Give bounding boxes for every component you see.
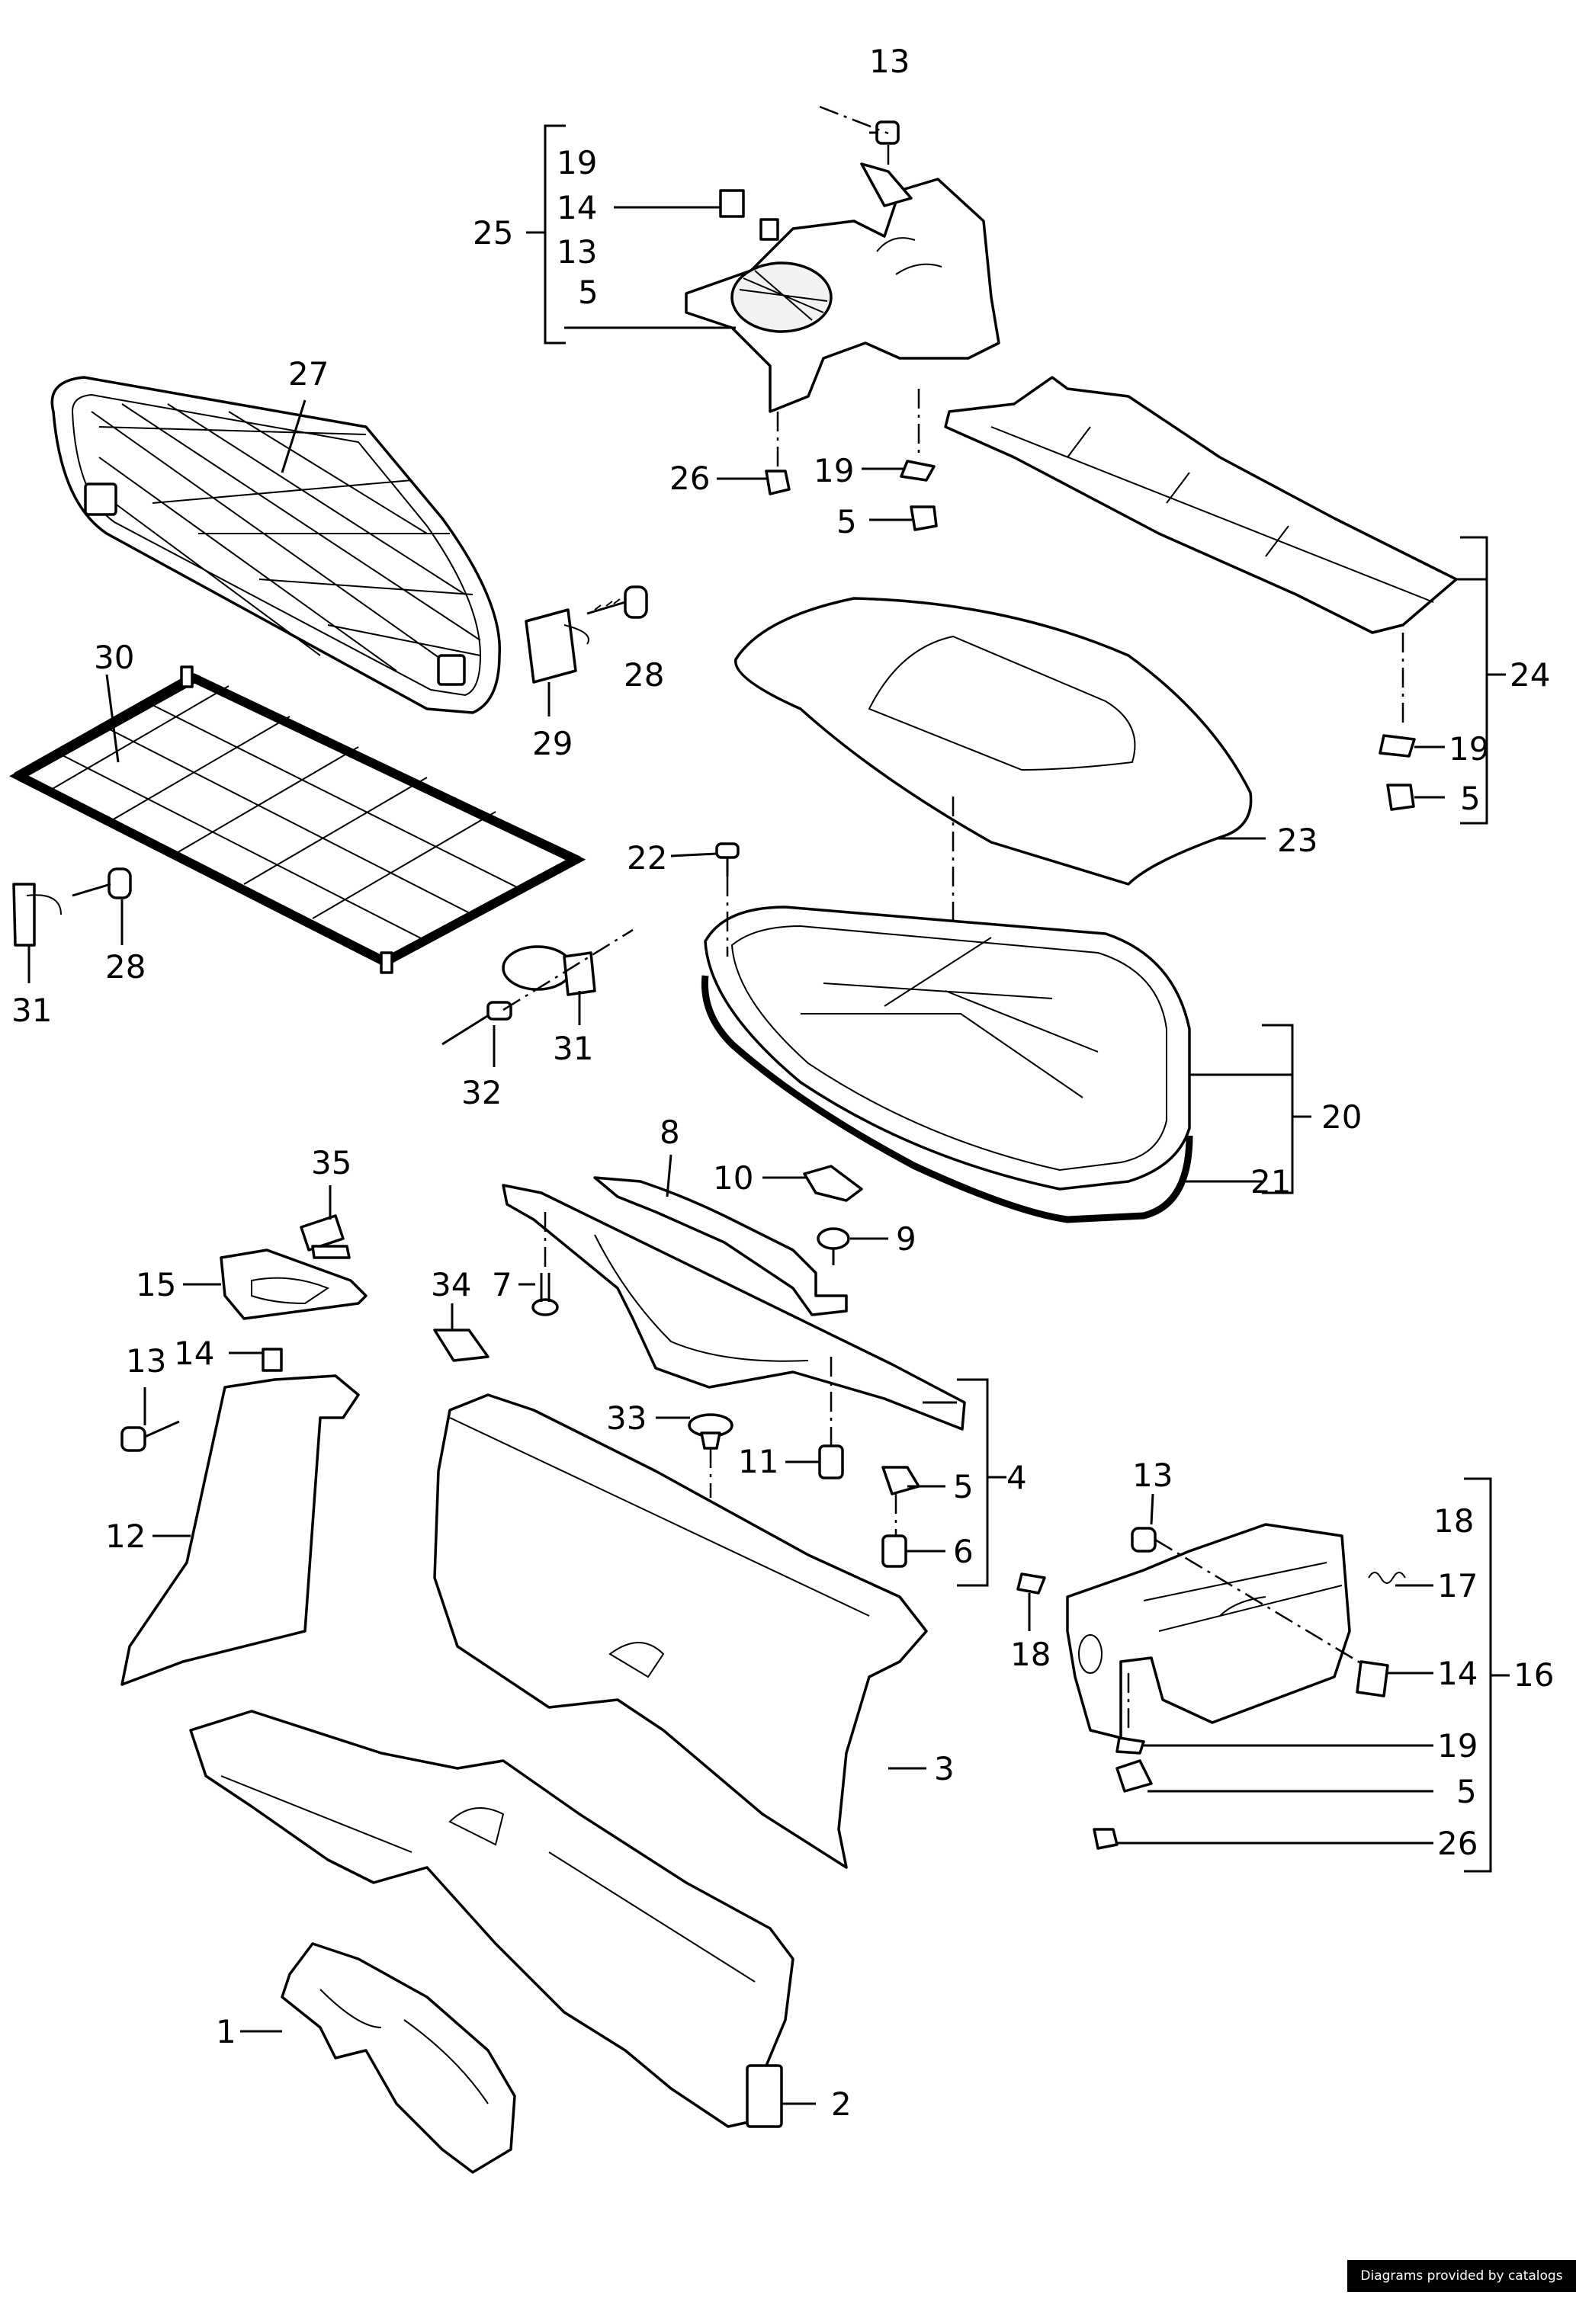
part-bolt-28-left: [72, 867, 132, 899]
callout-13-right: 13: [1132, 1457, 1173, 1494]
part-clip-26-top: [765, 470, 791, 495]
diagram-credit: Diagrams provided by catalogs parts: [1347, 2260, 1576, 2316]
callout-30: 30: [94, 639, 134, 676]
callout-12: 12: [105, 1518, 146, 1555]
part-bolt-9: [817, 1227, 850, 1265]
callout-24: 24: [1510, 656, 1550, 694]
part-clip-5-top: [910, 505, 938, 531]
callout-17: 17: [1437, 1567, 1478, 1604]
part-clip-18-small: [1016, 1572, 1046, 1595]
callout-5-b16: 5: [1456, 1773, 1477, 1810]
part-spacer-6: [881, 1534, 907, 1568]
part-clip-26-b16: [1093, 1828, 1119, 1850]
callout-23: 23: [1277, 822, 1318, 859]
part-floor-net: [9, 665, 586, 974]
callout-2: 2: [831, 2085, 852, 2123]
callout-14-left: 14: [174, 1335, 214, 1372]
part-screw-13-top: [869, 120, 900, 145]
part-bracket-10: [803, 1165, 863, 1202]
callout-31-mid: 31: [553, 1030, 593, 1067]
part-clip-33: [688, 1413, 733, 1450]
part-crossmember: [502, 1184, 966, 1431]
callout-20: 20: [1321, 1098, 1362, 1136]
callout-26-top: 26: [669, 460, 710, 497]
part-nut-19-top: [900, 460, 936, 482]
part-speaker-cover: [685, 162, 1000, 413]
part-trim-strip: [944, 376, 1458, 634]
part-clip-5-b4: [881, 1466, 920, 1495]
callout-18-small: 18: [1010, 1636, 1051, 1673]
part-panel-15: [220, 1249, 368, 1320]
part-nut-19-b16: [1115, 1736, 1145, 1755]
part-trunk-tray: [701, 906, 1193, 1223]
part-bracket-31-left: [12, 883, 62, 947]
part-spacer-11: [818, 1444, 844, 1479]
callout-13-left: 13: [126, 1342, 166, 1380]
callout-18-b16: 18: [1433, 1502, 1474, 1540]
part-luggage-net-frame: [50, 376, 502, 714]
callout-15: 15: [136, 1266, 176, 1303]
part-clip-14-top: [719, 189, 779, 241]
callout-29: 29: [532, 725, 573, 762]
part-screw-22: [715, 842, 740, 877]
callout-7: 7: [492, 1266, 512, 1303]
callout-33: 33: [606, 1399, 647, 1437]
callout-1: 1: [216, 2013, 236, 2050]
part-cap-35: [300, 1214, 351, 1259]
callout-16: 16: [1513, 1656, 1554, 1694]
part-storage-box: [1066, 1523, 1351, 1739]
callout-6: 6: [953, 1533, 974, 1570]
callout-22: 22: [627, 839, 667, 877]
callout-4: 4: [1006, 1459, 1027, 1496]
callout-27: 27: [288, 355, 329, 393]
callout-28-left: 28: [105, 948, 146, 986]
callout-13-top: 13: [869, 43, 910, 80]
part-bracket-8: [593, 1176, 848, 1316]
callout-32: 32: [461, 1074, 502, 1111]
part-eyelet-31: [502, 945, 596, 996]
callout-9: 9: [896, 1220, 916, 1258]
part-clip-5-b16: [1115, 1759, 1153, 1793]
part-pad-34: [433, 1329, 489, 1362]
part-bolt-28-right: [586, 585, 648, 619]
callout-34: 34: [431, 1266, 471, 1303]
callout-25: 25: [473, 214, 513, 252]
part-clip-14-left: [262, 1348, 283, 1372]
callout-14-b25: 14: [557, 189, 597, 226]
callout-5-b25: 5: [578, 274, 599, 311]
callout-14-b16: 14: [1437, 1655, 1478, 1692]
callout-5-b24: 5: [1460, 780, 1481, 817]
callout-19-b16: 19: [1437, 1727, 1478, 1765]
part-clip-5-right: [1386, 784, 1415, 811]
callout-19-top: 19: [814, 452, 854, 489]
part-rear-panel: [433, 1393, 928, 1869]
callout-11: 11: [738, 1443, 778, 1480]
part-bracket-29: [525, 608, 589, 684]
callout-31-left: 31: [11, 992, 52, 1029]
callout-28-right: 28: [624, 656, 664, 694]
callout-10: 10: [713, 1159, 753, 1197]
callout-19-b24: 19: [1449, 730, 1489, 768]
part-trunk-cover: [734, 597, 1253, 886]
part-liner-1: [281, 1942, 516, 2174]
callout-8: 8: [660, 1114, 680, 1151]
part-clip-14-right: [1356, 1660, 1389, 1697]
callout-21: 21: [1250, 1163, 1291, 1200]
callout-35: 35: [311, 1144, 351, 1181]
part-pin-7: [531, 1273, 559, 1316]
callout-26-b16: 26: [1437, 1825, 1478, 1862]
part-spring-17: [1368, 1572, 1406, 1584]
callout-13-b25: 13: [557, 233, 597, 271]
callout-5-b4: 5: [953, 1468, 974, 1505]
part-side-liner: [189, 1710, 794, 2128]
callout-5-top: 5: [836, 503, 857, 540]
part-rivet-32: [441, 1001, 512, 1046]
part-screw-13-right: [1131, 1527, 1157, 1553]
part-trim-12: [120, 1374, 360, 1686]
part-nut-19-right: [1379, 734, 1416, 758]
callout-19-b25: 19: [557, 144, 597, 181]
part-screw-13-left: [120, 1420, 180, 1452]
callout-3: 3: [934, 1750, 955, 1787]
